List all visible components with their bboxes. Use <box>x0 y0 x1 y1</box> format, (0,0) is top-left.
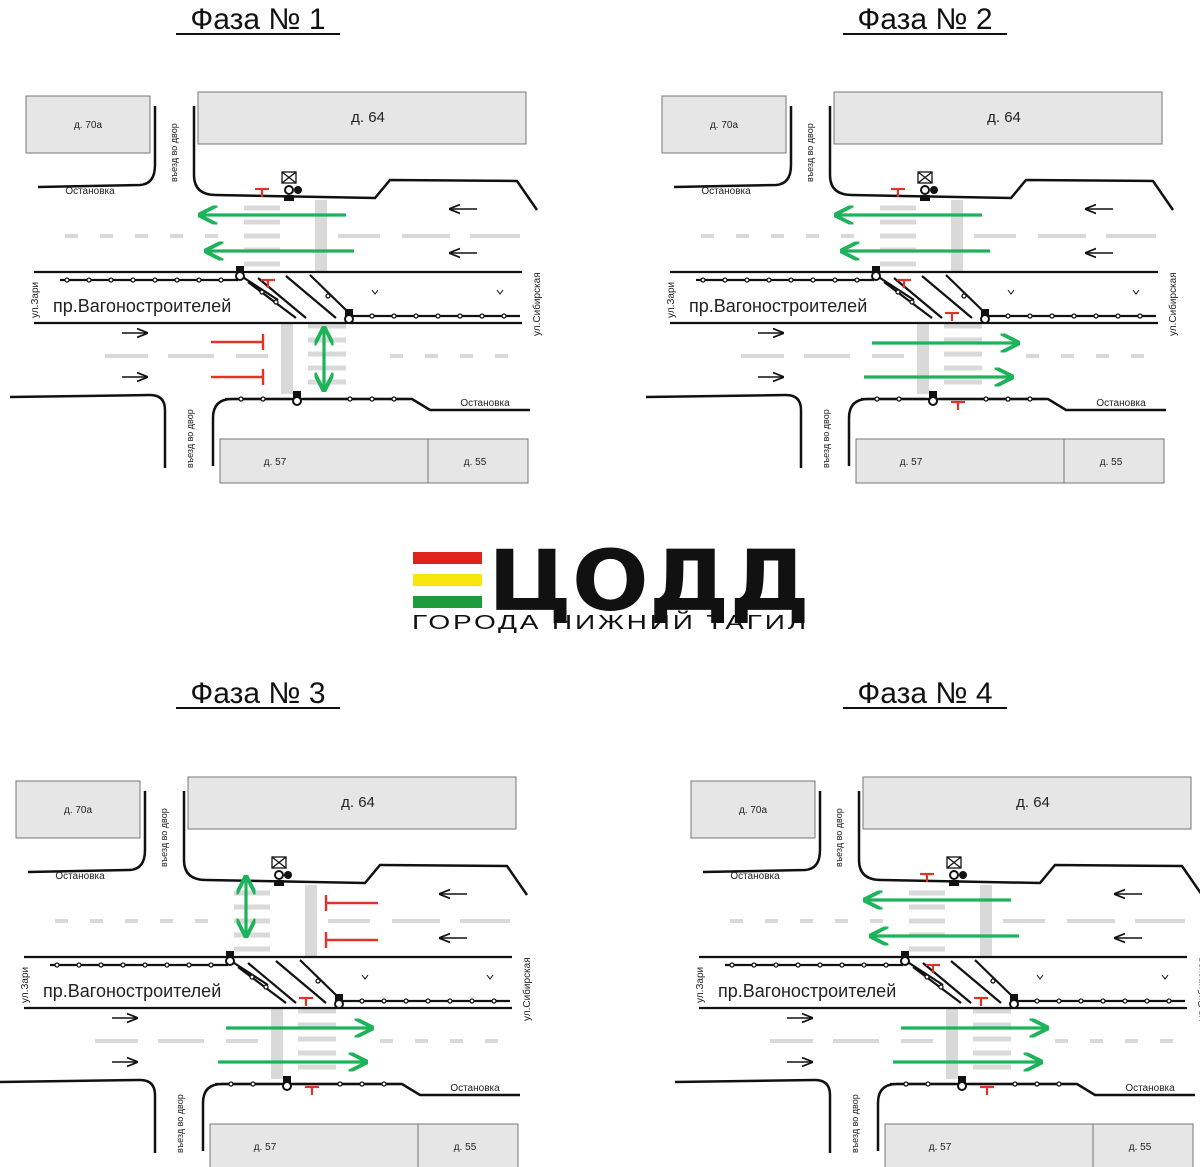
label-yard-entrance: въезд во двор <box>850 1094 860 1153</box>
label-yard-entrance: въезд во двор <box>185 409 195 468</box>
label-building-55: д. 55 <box>1129 1142 1152 1153</box>
stop-line-west <box>324 895 378 911</box>
stop-line-east <box>211 369 265 385</box>
logo-title: ЦОДД <box>488 532 810 630</box>
label-yard-entrance: въезд во двор <box>805 123 815 182</box>
label-building-57: д. 57 <box>929 1142 952 1153</box>
label-street-right: ул.Сибирская <box>1167 272 1179 336</box>
ped-stop-sign <box>897 278 911 288</box>
label-building-64: д. 64 <box>987 109 1021 126</box>
label-bus-stop: Остановка <box>65 186 115 197</box>
label-street-left: ул.Зари <box>695 967 706 1003</box>
label-street-left: ул.Зари <box>30 282 41 318</box>
label-building-70a: д. 70а <box>64 805 93 816</box>
ped-stop-sign <box>261 278 275 288</box>
label-street-left: ул.Зари <box>20 967 31 1003</box>
label-building-64: д. 64 <box>341 794 375 811</box>
label-bus-stop: Остановка <box>450 1083 500 1094</box>
stop-line-west <box>324 932 378 948</box>
label-building-64: д. 64 <box>351 109 385 126</box>
logo-green-bar <box>413 596 482 608</box>
label-building-57: д. 57 <box>264 457 287 468</box>
label-street-right: ул.Сибирская <box>1196 957 1200 1021</box>
ped-stop-sign <box>920 872 934 882</box>
logo-red-bar <box>413 552 482 564</box>
ped-stop-sign <box>305 1085 319 1095</box>
ped-stop-sign <box>951 400 965 410</box>
label-bus-stop: Остановка <box>701 186 751 197</box>
logo: ЦОДД ГОРОДА НИЖНИЙ ТАГИЛ <box>412 532 810 634</box>
ped-stop-sign <box>980 1085 994 1095</box>
phase-title: Фаза № 2 <box>857 3 992 36</box>
label-bus-stop: Остановка <box>1096 398 1146 409</box>
label-yard-entrance: въезд во двор <box>159 808 169 867</box>
label-street-main: пр.Вагоностроителей <box>689 296 867 316</box>
label-street-main: пр.Вагоностроителей <box>53 296 231 316</box>
logo-yellow-bar <box>413 574 482 586</box>
ped-stop-sign <box>945 311 959 321</box>
ped-stop-sign <box>891 187 905 197</box>
label-street-left: ул.Зари <box>666 282 677 318</box>
label-building-70a: д. 70а <box>74 120 103 131</box>
label-street-right: ул.Сибирская <box>531 272 543 336</box>
label-street-main: пр.Вагоностроителей <box>718 981 896 1001</box>
label-building-57: д. 57 <box>900 457 923 468</box>
ped-stop-sign <box>926 963 940 973</box>
label-building-70a: д. 70а <box>739 805 768 816</box>
label-yard-entrance: въезд во двор <box>821 409 831 468</box>
phase-title: Фаза № 1 <box>190 3 325 36</box>
ped-stop-sign <box>299 996 313 1006</box>
phase-title: Фаза № 3 <box>190 677 325 710</box>
label-building-55: д. 55 <box>464 457 487 468</box>
label-building-55: д. 55 <box>1100 457 1123 468</box>
label-building-57: д. 57 <box>254 1142 277 1153</box>
label-yard-entrance: въезд во двор <box>175 1094 185 1153</box>
label-yard-entrance: въезд во двор <box>169 123 179 182</box>
label-yard-entrance: въезд во двор <box>834 808 844 867</box>
label-building-55: д. 55 <box>454 1142 477 1153</box>
label-street-right: ул.Сибирская <box>521 957 533 1021</box>
ped-stop-sign <box>974 996 988 1006</box>
label-bus-stop: Остановка <box>460 398 510 409</box>
phase-title: Фаза № 4 <box>857 677 992 710</box>
label-bus-stop: Остановка <box>730 871 780 882</box>
label-street-main: пр.Вагоностроителей <box>43 981 221 1001</box>
stop-line-east <box>211 334 265 350</box>
label-building-64: д. 64 <box>1016 794 1050 811</box>
label-building-70a: д. 70а <box>710 120 739 131</box>
label-bus-stop: Остановка <box>1125 1083 1175 1094</box>
logo-subtitle: ГОРОДА НИЖНИЙ ТАГИЛ <box>412 610 809 634</box>
ped-stop-sign <box>255 187 269 197</box>
label-bus-stop: Остановка <box>55 871 105 882</box>
